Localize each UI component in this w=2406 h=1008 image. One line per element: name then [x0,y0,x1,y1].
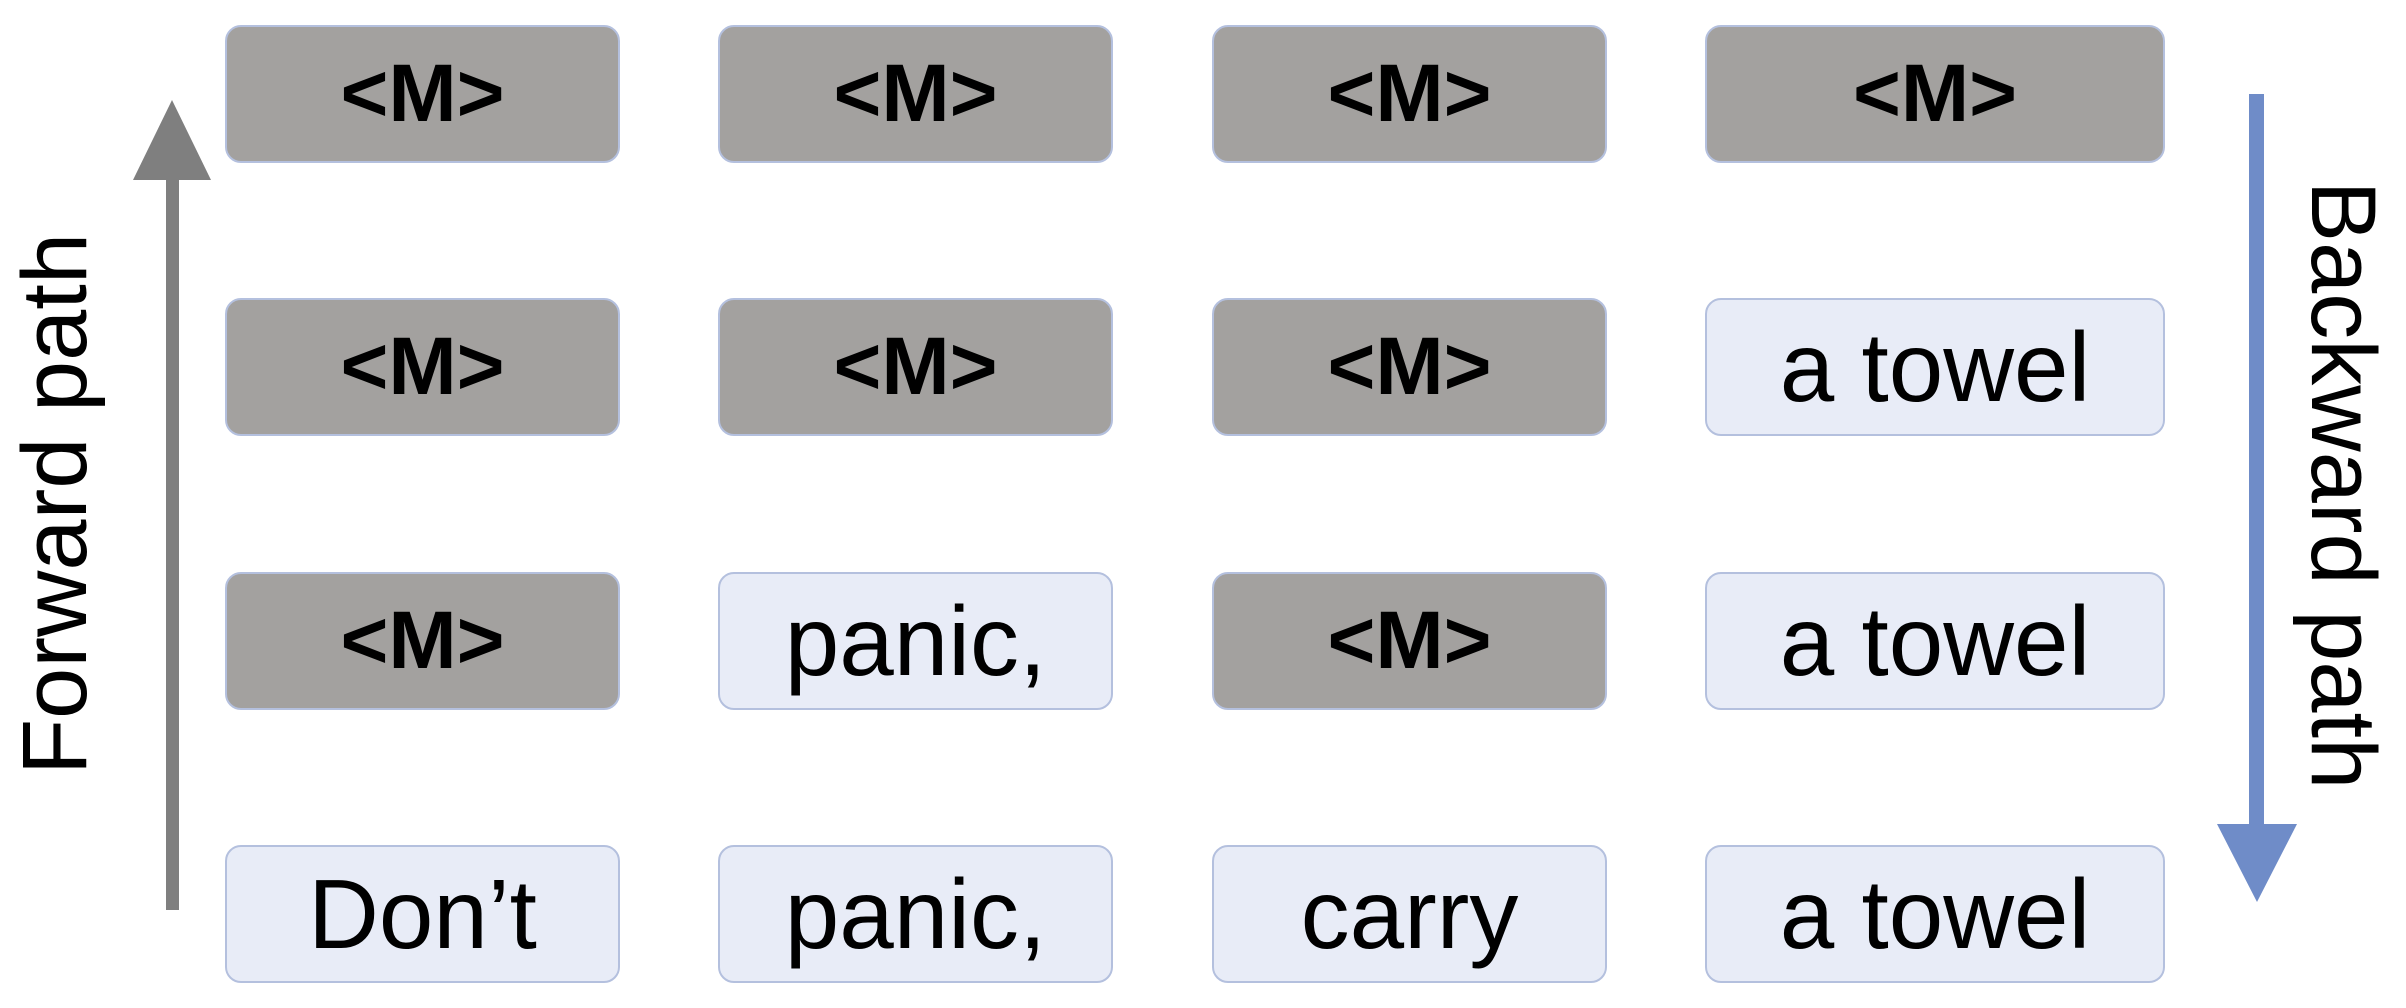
word-token-cell: a towel [1705,845,2165,983]
masked-token-cell: <M> [1212,298,1607,436]
masked-token-cell: <M> [225,25,620,163]
word-token-cell: carry [1212,845,1607,983]
masked-token-cell: <M> [1212,572,1607,710]
forward-arrow-head [133,100,211,180]
token-row-2: <M> <M> <M> a towel [0,298,2406,436]
masked-token-cell: <M> [225,572,620,710]
masked-token-cell: <M> [225,298,620,436]
word-token-cell: Don’t [225,845,620,983]
token-row-3: <M> panic, <M> a towel [0,572,2406,710]
word-token-cell: a towel [1705,572,2165,710]
token-row-4: Don’t panic, carry a towel [0,845,2406,983]
backward-arrow-shaft [2249,94,2264,834]
masked-token-cell: <M> [718,298,1113,436]
word-token-cell: a towel [1705,298,2165,436]
word-token-cell: panic, [718,572,1113,710]
forward-arrow-shaft [166,170,179,910]
backward-arrow [2217,94,2297,902]
masked-token-cell: <M> [1705,25,2165,163]
token-row-1: <M> <M> <M> <M> [0,25,2406,163]
masked-token-cell: <M> [1212,25,1607,163]
forward-arrow [133,100,211,910]
backward-arrow-head [2217,824,2297,902]
word-token-cell: panic, [718,845,1113,983]
masked-token-cell: <M> [718,25,1113,163]
